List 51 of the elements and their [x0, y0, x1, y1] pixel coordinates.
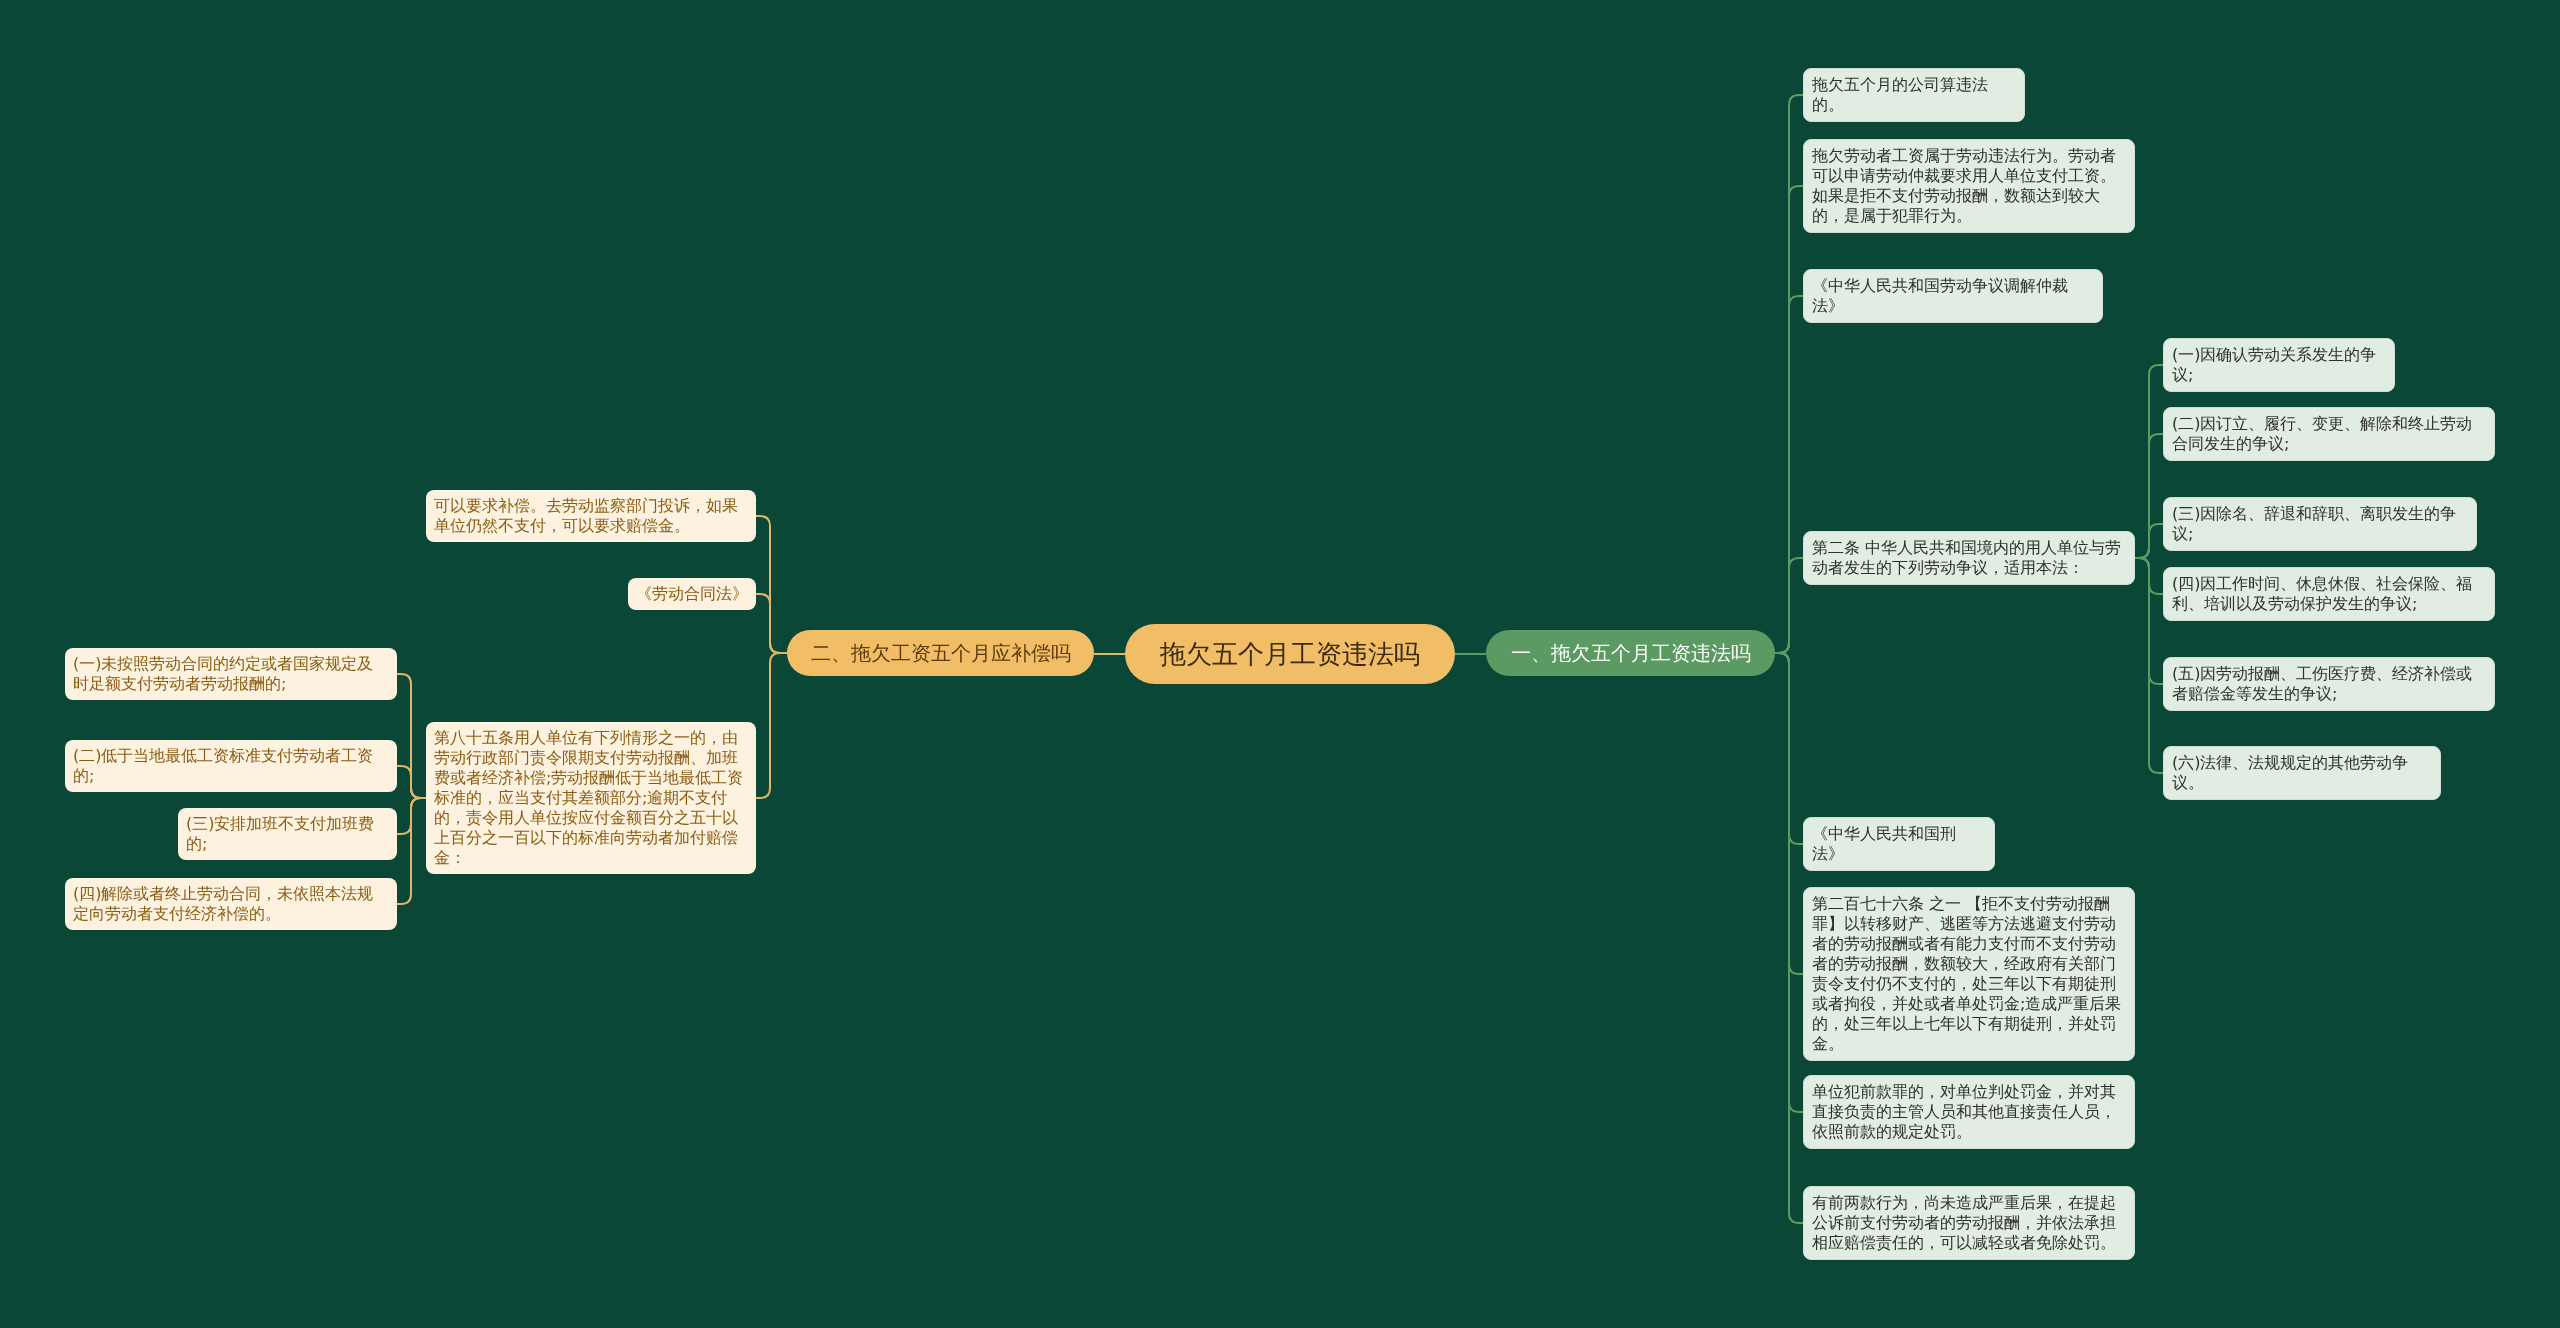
topic-text: 拖欠五个月工资违法吗 [1160, 637, 1420, 671]
subtopic-box [1803, 531, 2135, 585]
topic-text: 二、拖欠工资五个月应补偿吗 [810, 639, 1071, 667]
topic-text: (三)因除名、辞退和辞职、离职发生的争议; [2172, 504, 2458, 544]
topic-text: (二)低于当地最低工资标准支付劳动者工资的; [73, 746, 375, 786]
subtopic-box [2163, 407, 2495, 461]
topic-text: (五)因劳动报酬、工伤医疗费、经济补偿或者赔偿金等发生的争议; [2172, 664, 2474, 704]
subtopic-box [65, 878, 397, 930]
central-topic [1125, 624, 1455, 684]
subtopic-box [628, 578, 756, 610]
topic-text: 《劳动合同法》 [636, 584, 748, 604]
topic-text: 《中华人民共和国劳动争议调解仲裁法》 [1812, 276, 2069, 316]
subtopic-box [2163, 338, 2395, 392]
connector-line [1454, 653, 1487, 655]
topic-text: (六)法律、法规规定的其他劳动争议。 [2172, 753, 2410, 793]
topic-text: 《中华人民共和国刑法》 [1812, 824, 1957, 864]
topic-text: 单位犯前款罪的，对单位判处罚金，并对其直接负责的主管人员和其他直接责任人员，依照前款的规定处罚。 [1812, 1082, 2117, 1142]
branch-topic [1486, 630, 1775, 676]
subtopic-box [2163, 746, 2441, 800]
subtopic-box [1803, 68, 2025, 122]
topic-text: 可以要求补偿。去劳动监察部门投诉，如果单位仍然不支付，可以要求赔偿金。 [434, 496, 739, 536]
connector-line [2134, 557, 2164, 774]
topic-text: (三)安排加班不支付加班费的; [186, 814, 376, 854]
topic-text: 第二百七十六条 之一 【拒不支付劳动报酬罪】以转移财产、逃匿等方法逃避支付劳动者的劳动报酬或者有能力支付而不支付劳动者的劳动报酬，数额较大，经政府有关部门责令支付仍不支付的，处三年以下有期徒刑或者拘役，并处或者单处罚金;造成严重后果的，处三年以上七年以下有期徒刑，并处罚金。 [1812, 894, 2123, 1054]
subtopic-box [1803, 817, 1995, 871]
topic-text: 拖欠五个月的公司算违法的。 [1812, 75, 1989, 115]
topic-text: 拖欠劳动者工资属于劳动违法行为。劳动者可以申请劳动仲裁要求用人单位支付工资。如果是拒不支付劳动报酬，数额达到较大的，是属于犯罪行为。 [1812, 146, 2117, 226]
branch-topic [787, 630, 1094, 676]
topic-text: 第八十五条用人单位有下列情形之一的，由劳动行政部门责令限期支付劳动报酬、加班费或者经济补偿;劳动报酬低于当地最低工资标准的，应当支付其差额部分;逾期不支付的，责令用人单位按应付金额百分之五十以上百分之一百以下的标准向劳动者加付赔偿金： [434, 728, 745, 868]
topic-text: (一)因确认劳动关系发生的争议; [2172, 345, 2378, 385]
subtopic-box [1803, 1186, 2135, 1260]
connector-line [1093, 653, 1126, 655]
topic-text: (二)因订立、履行、变更、解除和终止劳动合同发生的争议; [2172, 414, 2474, 454]
subtopic-box [65, 740, 397, 792]
topic-text: (四)因工作时间、休息休假、社会保险、福利、培训以及劳动保护发生的争议; [2172, 574, 2474, 614]
topic-text: 第二条 中华人民共和国境内的用人单位与劳动者发生的下列劳动争议，适用本法： [1812, 538, 2123, 578]
connector-line [396, 797, 427, 905]
subtopic-box [65, 648, 397, 700]
subtopic-box [1803, 1075, 2135, 1149]
subtopic-box [1803, 139, 2135, 233]
subtopic-box [2163, 657, 2495, 711]
subtopic-box [2163, 567, 2495, 621]
topic-text: 一、拖欠五个月工资违法吗 [1510, 639, 1751, 667]
connector-line [755, 652, 788, 799]
subtopic-box [426, 490, 756, 542]
subtopic-box [178, 808, 397, 860]
topic-text: (四)解除或者终止劳动合同，未依照本法规定向劳动者支付经济补偿的。 [73, 884, 375, 924]
subtopic-box [1803, 269, 2103, 323]
topic-text: (一)未按照劳动合同的约定或者国家规定及时足额支付劳动者劳动报酬的; [73, 654, 375, 694]
topic-text: 有前两款行为，尚未造成严重后果，在提起公诉前支付劳动者的劳动报酬，并依法承担相应赔偿责任的，可以减轻或者免除处罚。 [1812, 1193, 2117, 1253]
subtopic-box [2163, 497, 2477, 551]
